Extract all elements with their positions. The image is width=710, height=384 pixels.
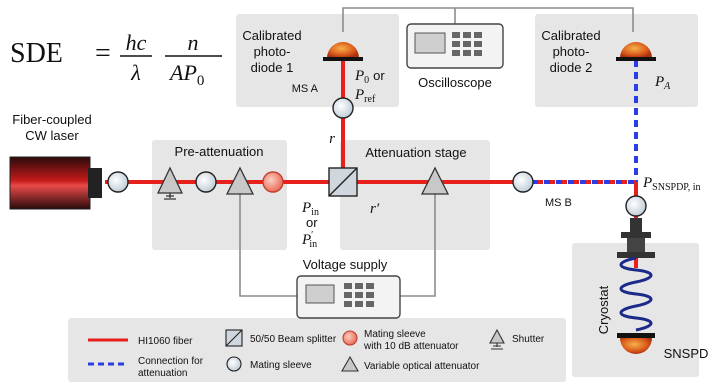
r-prime-label: r′ bbox=[370, 201, 380, 217]
pin-prime-label: P′in bbox=[301, 230, 317, 250]
pin-or-label: or bbox=[306, 215, 318, 230]
attenuator-sleeve bbox=[262, 171, 284, 193]
ms-a-label: MS A bbox=[292, 83, 319, 95]
mating-sleeve-1 bbox=[107, 171, 129, 193]
electrical-cables bbox=[239, 7, 634, 297]
voa-1 bbox=[225, 166, 255, 195]
pre-attenuation-title: Pre-attenuation bbox=[175, 144, 264, 159]
ms-b-label: MS B bbox=[545, 197, 572, 209]
photodiode1-icon bbox=[323, 42, 363, 61]
psnspd-label: PSNSPDP, in bbox=[642, 175, 701, 193]
photodiode2-label-2: photo- bbox=[553, 44, 590, 59]
r-label: r bbox=[329, 131, 335, 147]
voa-2 bbox=[420, 166, 450, 195]
snspd-mount-icon bbox=[617, 218, 655, 354]
legend-att-sleeve-text-1: Mating sleeve bbox=[364, 329, 426, 340]
snspd-label: SNSPD bbox=[664, 346, 709, 361]
legend-voa-swatch bbox=[341, 355, 359, 372]
attenuation-connection bbox=[532, 60, 638, 184]
legend-voa-text: Variable optical attenuator bbox=[364, 361, 480, 372]
mating-sleeve-2 bbox=[195, 171, 217, 193]
pin-label: Pin bbox=[301, 200, 319, 218]
photodiode1-label-3: diode 1 bbox=[251, 60, 294, 75]
formula-frac2-num: n bbox=[188, 30, 199, 55]
formula-frac1-den: λ bbox=[130, 60, 141, 85]
legend-att-sleeve-text-2: with 10 dB attenuator bbox=[363, 341, 459, 352]
cryostat-label: Cryostat bbox=[596, 285, 611, 334]
pref-label: Pref bbox=[354, 87, 376, 105]
photodiode1-label-1: Calibrated bbox=[242, 28, 301, 43]
voltage-supply-icon bbox=[296, 275, 401, 319]
legend-fiber-text: HI1060 fiber bbox=[138, 336, 193, 347]
photodiode1-panel bbox=[236, 14, 399, 107]
mating-sleeve-msa bbox=[332, 97, 354, 119]
voltage-supply-label: Voltage supply bbox=[303, 257, 388, 272]
attenuation-stage-title: Attenuation stage bbox=[365, 145, 466, 160]
legend: HI1060 fiber Connection for attenuation … bbox=[88, 328, 545, 379]
laser-label-line1: Fiber-coupled bbox=[12, 112, 92, 127]
formula-equals: = bbox=[95, 38, 111, 69]
oscilloscope-label: Oscilloscope bbox=[418, 75, 492, 90]
legend-mating-sleeve-swatch bbox=[226, 356, 242, 372]
photodiode2-label-1: Calibrated bbox=[541, 28, 600, 43]
formula-frac1-num: hc bbox=[126, 30, 147, 55]
cryostat-panel bbox=[572, 243, 699, 377]
legend-connection-text-1: Connection for bbox=[138, 356, 204, 367]
photodiode2-label-3: diode 2 bbox=[550, 60, 593, 75]
photodiode2-icon bbox=[616, 42, 656, 61]
laser-label-line2: CW laser bbox=[25, 128, 79, 143]
legend-beam-splitter-text: 50/50 Beam splitter bbox=[250, 334, 337, 345]
legend-att-sleeve-swatch bbox=[342, 330, 358, 346]
oscilloscope-icon bbox=[406, 23, 504, 69]
pa-label: PA bbox=[654, 74, 671, 92]
formula-lhs: SDE bbox=[10, 38, 63, 69]
legend-connection-text-2: attenuation bbox=[138, 368, 188, 379]
photodiode1-label-2: photo- bbox=[254, 44, 291, 59]
cw-laser bbox=[9, 156, 102, 210]
legend-shutter-text: Shutter bbox=[512, 334, 545, 345]
sde-formula: SDE = hc λ n AP0 bbox=[10, 30, 222, 89]
pre-attenuation-panel bbox=[152, 140, 287, 250]
shutter-icon bbox=[164, 193, 176, 200]
legend-panel bbox=[68, 318, 566, 382]
attenuation-stage-panel bbox=[340, 140, 490, 250]
formula-frac2-den: AP0 bbox=[168, 60, 204, 89]
beam-splitter bbox=[328, 167, 358, 197]
legend-mating-sleeve-text: Mating sleeve bbox=[250, 360, 312, 371]
mating-sleeve-snspd bbox=[625, 195, 647, 217]
mating-sleeve-msb bbox=[512, 171, 534, 193]
